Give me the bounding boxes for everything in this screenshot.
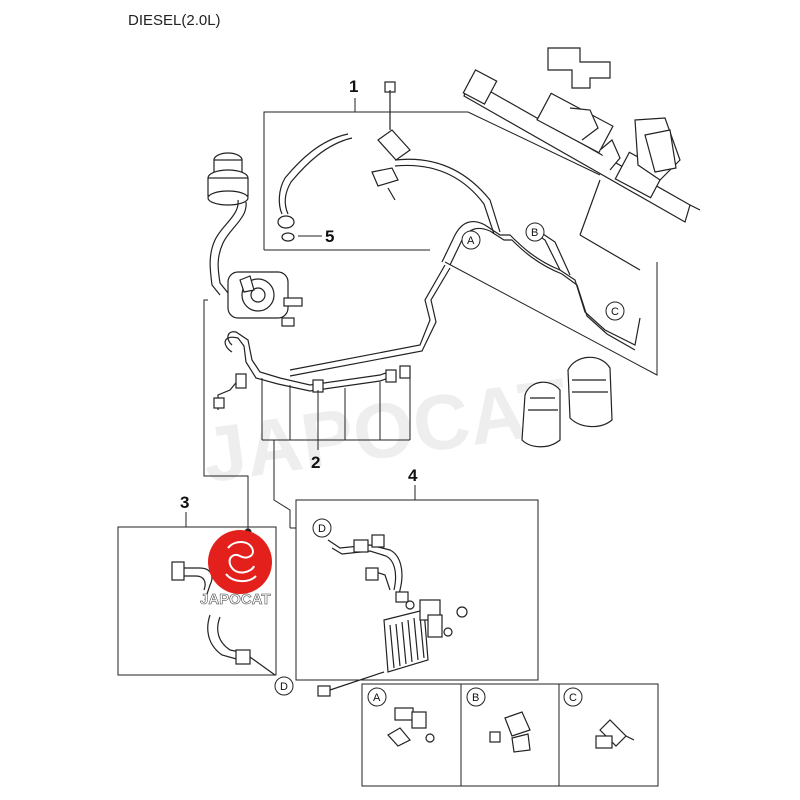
- callout-5: 5: [325, 227, 334, 246]
- badge-text: JAPOCAT: [200, 591, 271, 608]
- oil-cooler: [383, 599, 468, 673]
- callout-3-box: [117, 526, 277, 676]
- callout-3-leaders: [185, 299, 291, 532]
- detail-b: B: [466, 687, 531, 753]
- fitting-5: [277, 215, 295, 242]
- pump: [227, 271, 303, 327]
- connector-b-main: B: [525, 222, 545, 242]
- detail-a: A: [367, 687, 435, 747]
- connector-a-label: A: [467, 235, 475, 247]
- connector-a-main: A: [461, 230, 481, 250]
- return-line: [441, 179, 641, 351]
- detail-boxes: [361, 683, 659, 787]
- watermark-text: JAPOCAT: [197, 361, 573, 499]
- detail-c: C: [563, 687, 635, 749]
- detail-c-label: C: [569, 692, 577, 704]
- suction-hose: [209, 199, 247, 296]
- callout-2-frame: [261, 375, 411, 450]
- rack-boots: [521, 356, 613, 448]
- return-hose-3: [180, 567, 241, 661]
- callout-2: 2: [311, 453, 320, 472]
- connector-d-hose-label: D: [280, 681, 288, 693]
- detail-b-label: B: [472, 692, 479, 704]
- cooler-fittings: [353, 534, 409, 603]
- connector-d-hose: D: [274, 676, 294, 696]
- callout-3: 3: [180, 493, 189, 512]
- japocat-badge: JAPOCAT: [200, 530, 272, 608]
- reservoir: [207, 152, 249, 206]
- pressure-line: [278, 81, 501, 235]
- connector-d-cooler: D: [312, 518, 332, 538]
- connector-b-label: B: [531, 227, 538, 239]
- bracket-top: [547, 47, 611, 89]
- diagram-title: DIESEL(2.0L): [128, 12, 221, 29]
- callout-1-frame: [263, 98, 658, 376]
- connector-d-cooler-label: D: [318, 523, 326, 535]
- connector-c-main: C: [605, 301, 625, 321]
- steering-rack: [462, 69, 701, 223]
- callout-4-box: [295, 499, 539, 681]
- cooler-bolt: [317, 671, 385, 697]
- callout-1: 1: [349, 77, 358, 96]
- connector-c-label: C: [611, 306, 619, 318]
- detail-a-label: A: [373, 692, 381, 704]
- callout-4: 4: [408, 466, 418, 485]
